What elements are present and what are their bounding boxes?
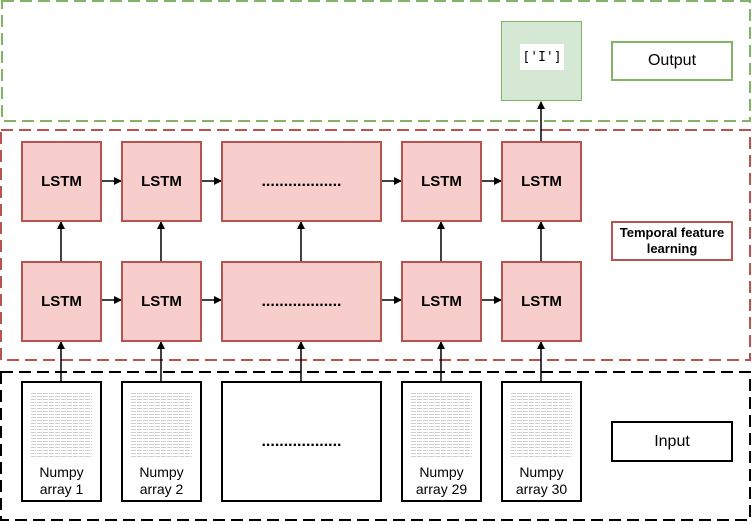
output-region-label: Output bbox=[611, 41, 733, 81]
input-region-label: Input bbox=[611, 421, 733, 462]
output-node: ['I'] bbox=[501, 21, 582, 101]
numpy-array-thumbnail bbox=[131, 393, 192, 459]
output-region-outline bbox=[1, 0, 751, 122]
lstm-bottom-ellipsis: .................. bbox=[221, 261, 382, 342]
lstm-bottom-1: LSTM bbox=[21, 261, 102, 342]
temporal-region-label: Temporal feature learning bbox=[611, 221, 733, 261]
temporal-region-outline bbox=[0, 129, 751, 361]
input-array-29: Numpy array 29 bbox=[401, 381, 482, 502]
lstm-bottom-29: LSTM bbox=[401, 261, 482, 342]
lstm-top-29: LSTM bbox=[401, 141, 482, 222]
input-ellipsis: .................. bbox=[221, 381, 382, 502]
input-array-2: Numpy array 2 bbox=[121, 381, 202, 502]
lstm-top-1: LSTM bbox=[21, 141, 102, 222]
lstm-bottom-2: LSTM bbox=[121, 261, 202, 342]
input-label: Numpy array 29 bbox=[415, 464, 468, 497]
input-array-30: Numpy array 30 bbox=[501, 381, 582, 502]
input-array-1: Numpy array 1 bbox=[21, 381, 102, 502]
input-label: Numpy array 1 bbox=[39, 464, 84, 497]
input-label: Numpy array 2 bbox=[139, 464, 184, 497]
input-label: Numpy array 30 bbox=[515, 464, 568, 497]
lstm-top-30: LSTM bbox=[501, 141, 582, 222]
lstm-top-ellipsis: .................. bbox=[221, 141, 382, 222]
numpy-array-thumbnail bbox=[411, 393, 472, 459]
input-region-outline bbox=[0, 371, 751, 521]
output-value: ['I'] bbox=[520, 44, 564, 70]
numpy-array-thumbnail bbox=[31, 393, 92, 459]
lstm-top-2: LSTM bbox=[121, 141, 202, 222]
numpy-array-thumbnail bbox=[511, 393, 572, 459]
lstm-bottom-30: LSTM bbox=[501, 261, 582, 342]
